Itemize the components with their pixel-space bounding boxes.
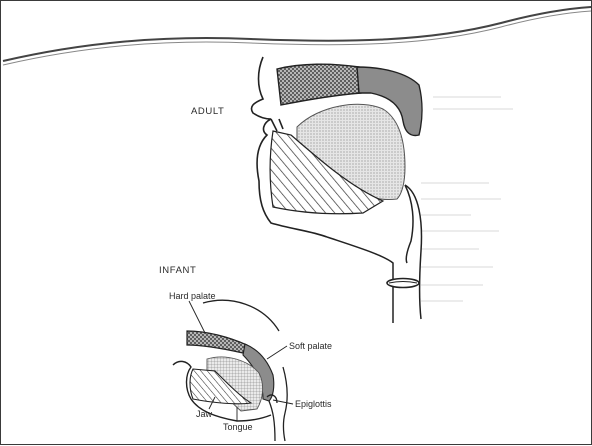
adult-figure: ADULT: [191, 57, 422, 323]
soft-palate-label: Soft palate: [289, 341, 332, 351]
hard-palate-label: Hard palate: [169, 291, 216, 301]
adult-hard-palate: [277, 64, 361, 105]
scan-noise: [421, 97, 513, 301]
header-wave-shadow: [3, 11, 591, 65]
infant-hard-palate: [187, 331, 247, 353]
infant-label: INFANT: [159, 265, 196, 276]
leader-soft-palate: [267, 346, 287, 359]
header-wave: [3, 7, 591, 61]
adult-teeth: [271, 119, 283, 131]
infant-figure: INFANT Hard palate Soft palate Epiglotti…: [159, 265, 332, 441]
tongue-label: Tongue: [223, 422, 253, 432]
adult-larynx: [387, 279, 419, 288]
leader-epiglottis: [273, 400, 293, 404]
epiglottis-label: Epiglottis: [295, 399, 332, 409]
adult-label: ADULT: [191, 106, 224, 117]
jaw-label: Jaw: [196, 409, 213, 419]
leader-hard-palate: [189, 301, 205, 333]
infant-head-outline: [203, 300, 279, 331]
